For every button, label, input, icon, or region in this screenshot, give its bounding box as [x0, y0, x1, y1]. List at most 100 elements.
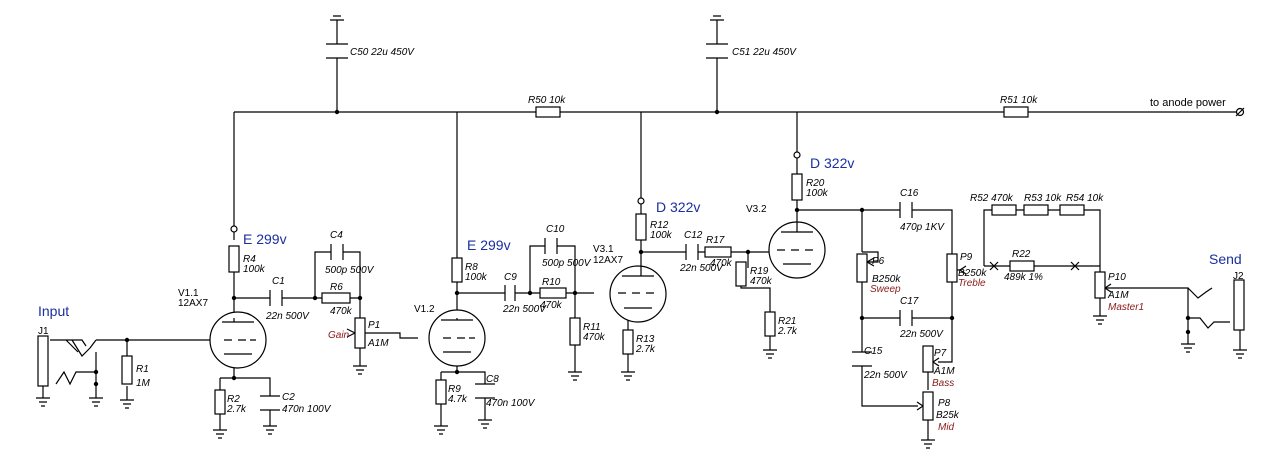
voltage-d1: D 322v — [656, 199, 700, 215]
component-label: C8 — [486, 374, 499, 385]
component-label: 100k — [465, 272, 488, 283]
component-label: R21 — [778, 316, 796, 327]
component-label: P8 — [938, 398, 951, 409]
component-label: 22n 500V — [502, 304, 547, 315]
component-label: R20 — [806, 178, 825, 189]
component-label: B25k — [936, 410, 960, 421]
component-label: 470k — [710, 258, 733, 269]
component-label: R54 10k — [1066, 193, 1104, 204]
component-label: R2 — [227, 394, 240, 405]
component-label: C51 22u 450V — [732, 47, 797, 58]
component-label: R51 10k — [1000, 95, 1038, 106]
component-label: A1M — [367, 338, 389, 349]
component-label: R9 — [448, 384, 461, 395]
component-label: B250k — [958, 268, 987, 279]
component-label: 4.7k — [448, 394, 468, 405]
component-label: 2.7k — [777, 326, 798, 337]
wires — [50, 20, 1241, 440]
tube-v31 — [609, 256, 667, 323]
component-label: 22n 500V — [265, 311, 310, 322]
component-label: 489k 1% — [1004, 272, 1043, 283]
labels: Input Send to anode power J1 J2 V1.1 12A… — [38, 47, 1244, 433]
component-label: R6 — [330, 282, 343, 293]
component-label: Sweep — [870, 284, 901, 295]
ground-symbols — [36, 15, 1247, 449]
component-label: Master1 — [1108, 302, 1144, 313]
component-label: C10 — [546, 224, 565, 235]
component-label: C16 — [900, 188, 919, 199]
component-label: 1M — [136, 378, 151, 389]
component-label: R10 — [542, 277, 561, 288]
component-label: C2 — [282, 392, 295, 403]
tube-v11 — [209, 311, 267, 369]
component-label: 470k — [330, 306, 353, 317]
voltage-e1: E 299v — [243, 231, 287, 247]
component-label: R4 — [243, 254, 256, 265]
component-label: 22n 500V — [679, 263, 724, 274]
component-label: V3.1 — [593, 244, 614, 255]
component-label: R50 10k — [528, 95, 566, 106]
vacuum-tubes — [209, 221, 826, 369]
component-label: V3.2 — [746, 204, 767, 215]
jack-j2 — [1233, 279, 1245, 331]
component-label: R22 — [1012, 249, 1031, 260]
component-label: 470n 100V — [282, 404, 332, 415]
component-label: A1M — [1107, 290, 1129, 301]
component-label: R8 — [465, 262, 478, 273]
component-label: 500p 500V — [542, 258, 592, 269]
anode-power-label: to anode power — [1150, 97, 1226, 109]
component-label: A1M — [933, 366, 955, 377]
component-label: C9 — [504, 272, 517, 283]
component-label: V1.1 — [178, 288, 199, 299]
component-label: P9 — [960, 252, 973, 263]
component-label: B250k — [872, 274, 901, 285]
component-label: 470p 1KV — [900, 222, 945, 233]
component-label: R13 — [636, 334, 655, 345]
component-label: 100k — [243, 264, 266, 275]
component-label: Bass — [932, 378, 954, 389]
input-label: Input — [38, 303, 69, 319]
test-points — [230, 107, 1245, 267]
component-label: P7 — [934, 348, 947, 359]
component-label: Mid — [938, 422, 955, 433]
component-label: R12 — [650, 220, 669, 231]
component-label: R53 10k — [1024, 193, 1062, 204]
component-label: Gain — [328, 330, 350, 341]
component-label: R19 — [750, 266, 769, 277]
junction-dots — [93, 109, 1191, 387]
component-label: R17 — [706, 235, 725, 246]
send-label: Send — [1209, 251, 1242, 267]
component-label: P10 — [1108, 272, 1126, 283]
component-label: 12AX7 — [593, 255, 623, 266]
component-label: J2 — [1233, 271, 1244, 282]
component-label: C50 22u 450V — [350, 47, 415, 58]
component-label: R52 470k — [970, 193, 1014, 204]
component-label: R11 — [583, 322, 601, 333]
component-label: Treble — [958, 278, 986, 289]
component-label: P6 — [872, 256, 885, 267]
capacitors — [260, 43, 913, 411]
component-label: 100k — [806, 188, 829, 199]
component-label: 470k — [750, 276, 773, 287]
tube-v32 — [768, 221, 826, 279]
jack-j1 — [37, 335, 49, 387]
potentiometers — [346, 251, 1112, 421]
component-label: 470n 100V — [486, 398, 536, 409]
component-label: 470k — [540, 300, 563, 311]
component-label: P1 — [368, 320, 380, 331]
component-label: 500p 500V — [325, 265, 375, 276]
component-label: C17 — [900, 296, 919, 307]
component-label: 100k — [650, 230, 673, 241]
component-label: 2.7k — [226, 404, 247, 415]
resistors — [121, 106, 1085, 415]
component-label: 470k — [583, 332, 606, 343]
component-label: 12AX7 — [178, 298, 208, 309]
component-label: 2.7k — [635, 344, 656, 355]
tube-v12 — [428, 309, 486, 367]
voltage-d2: D 322v — [810, 155, 854, 171]
component-label: C4 — [330, 230, 343, 241]
component-label: 22n 500V — [863, 370, 908, 381]
component-label: C15 — [864, 346, 883, 357]
voltage-e2: E 299v — [467, 237, 511, 253]
